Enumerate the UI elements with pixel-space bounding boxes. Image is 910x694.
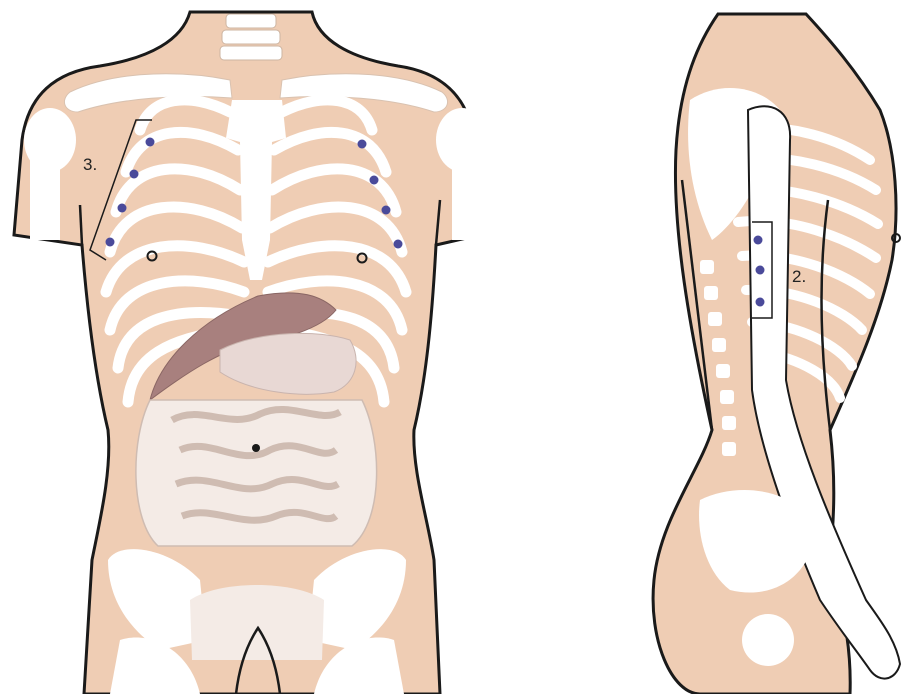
- point-front-right-2: [370, 176, 379, 185]
- front-view: 3.: [14, 12, 488, 694]
- point-front-left-4: [106, 238, 115, 247]
- front-group-label: 3.: [83, 155, 97, 174]
- point-front-right-4: [394, 240, 403, 249]
- point-front-left-1: [146, 138, 155, 147]
- point-front-right-1: [358, 140, 367, 149]
- point-front-right-3: [382, 206, 391, 215]
- point-front-left-3: [118, 204, 127, 213]
- point-side-2: [756, 266, 765, 275]
- point-side-3: [756, 298, 765, 307]
- side-group-label: 2.: [792, 267, 806, 286]
- cervical-spine: [220, 14, 282, 60]
- point-front-left-2: [130, 170, 139, 179]
- point-side-1: [754, 236, 763, 245]
- side-view: 2.: [653, 14, 900, 694]
- intestines: [136, 400, 377, 546]
